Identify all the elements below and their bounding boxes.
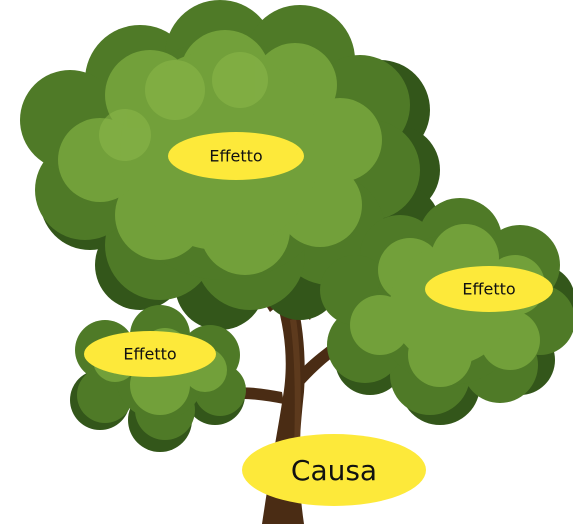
effect-label-right: Effetto (425, 266, 553, 312)
cause-label: Causa (242, 434, 426, 506)
canopy-small-left (70, 305, 246, 452)
effect-label-right-text: Effetto (462, 280, 515, 299)
effect-label-left: Effetto (84, 331, 216, 377)
effect-label-left-text: Effetto (123, 345, 176, 364)
cause-label-text: Causa (291, 454, 377, 487)
effect-label-top: Effetto (168, 132, 304, 180)
canopy-right (320, 198, 573, 425)
effect-label-top-text: Effetto (209, 147, 262, 166)
